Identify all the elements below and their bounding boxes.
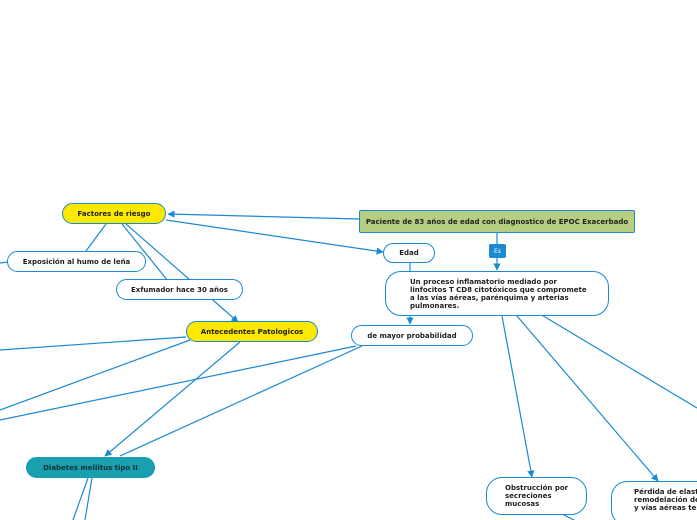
- edge-factores-exfumador: [121, 223, 169, 282]
- edge-factores-exposicion: [85, 223, 107, 252]
- edge-mayor-left: [0, 345, 357, 421]
- edge-exposicion-out: [0, 261, 9, 264]
- edge-diabetes-down-2: [84, 477, 93, 520]
- edge-central-factores: [167, 210, 360, 220]
- central-topic[interactable]: Paciente de 83 años de edad con diagnost…: [359, 210, 635, 233]
- node-perdida-elasticidad[interactable]: Pérdida de elasticidad y remodelación de…: [611, 481, 697, 520]
- node-factores-de-riesgo[interactable]: Factores de riesgo: [62, 203, 166, 224]
- edge-factores-antecedentes: [125, 223, 239, 323]
- edge-antecedentes-diabetes: [104, 341, 241, 457]
- edge-antecedentes-left-2: [0, 339, 191, 411]
- edge-proceso-right: [539, 313, 697, 409]
- edge-proceso-obstruccion: [501, 315, 535, 478]
- edge-proceso-perdida: [516, 315, 659, 482]
- node-exposicion-humo-lena[interactable]: Exposición al humo de leña: [7, 251, 146, 272]
- node-exfumador[interactable]: Exfumador hace 30 años: [116, 279, 243, 300]
- node-diabetes-mellitus[interactable]: Diabetes mellitus tipo II: [26, 457, 155, 478]
- edge-central-edad: [165, 219, 384, 255]
- node-obstruccion-secreciones[interactable]: Obstrucción por secreciones mucosas: [486, 477, 587, 515]
- node-edad[interactable]: Edad: [383, 243, 435, 263]
- edge-diabetes-down-1: [72, 477, 89, 520]
- tag-es: Es: [489, 244, 506, 258]
- edge-mayor-diabetes: [119, 345, 363, 457]
- edge-antecedentes-left-1: [0, 336, 187, 351]
- edge-obstruccion-out: [561, 513, 575, 520]
- node-proceso-inflamatorio[interactable]: Un proceso inflamatorio mediado por linf…: [385, 271, 609, 316]
- node-antecedentes-patologicos[interactable]: Antecedentes Patologicos: [186, 321, 318, 342]
- node-de-mayor-probabilidad[interactable]: de mayor probabilidad: [351, 325, 473, 346]
